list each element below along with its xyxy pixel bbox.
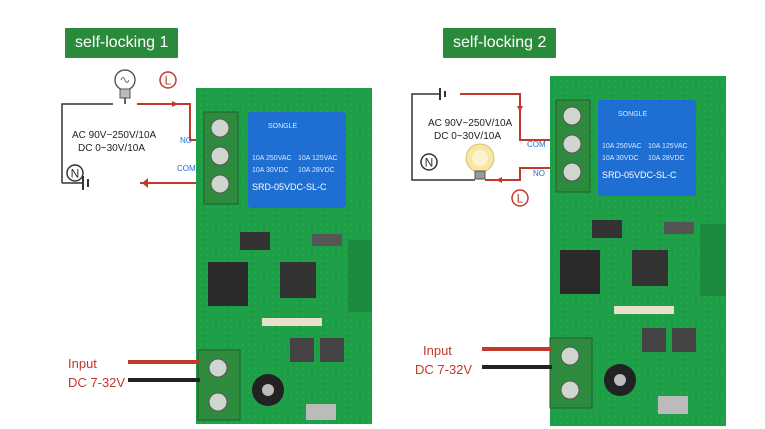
panel1-pcb-board: SONGLE 10A 250VAC 10A 30VDC 10A 125VAC 1… (196, 88, 372, 424)
panel1-terminal-com: COM (177, 164, 196, 173)
panel2-input-label: Input (423, 343, 452, 358)
panel1-input-wires (128, 360, 200, 382)
svg-text:10A 30VDC: 10A 30VDC (252, 167, 289, 174)
panel2-neutral-marker: N (420, 153, 438, 171)
panel1-spec-line1: AC 90V~250V/10A (72, 130, 157, 141)
panel1-spec-line2: DC 0~30V/10A (78, 143, 145, 154)
panel1-terminal-no: NO (180, 136, 192, 145)
panel2-terminal-no: NO (533, 169, 545, 178)
panel2-live-marker: L (511, 189, 529, 207)
panel2-relay-model: SRD-05VDC-SL-C (602, 170, 677, 180)
panel2-live-label: L (517, 192, 524, 206)
panel1-input-label: Input (68, 356, 97, 371)
panel1-relay: SONGLE 10A 250VAC 10A 30VDC 10A 125VAC 1… (248, 112, 346, 208)
panel1-input-terminal (197, 349, 241, 421)
panel1-live-marker: L (159, 71, 177, 89)
panel1-title: self-locking 1 (65, 28, 179, 58)
svg-text:10A 125VAC: 10A 125VAC (648, 143, 688, 150)
svg-text:10A 125VAC: 10A 125VAC (298, 155, 338, 162)
panel2-input-voltage: DC 7-32V (415, 362, 472, 377)
panel2-title: self-locking 2 (443, 28, 557, 58)
svg-text:10A 250VAC: 10A 250VAC (602, 143, 642, 150)
panel1-live-label: L (165, 74, 172, 88)
svg-text:10A 30VDC: 10A 30VDC (602, 155, 639, 162)
panel2-output-terminal (555, 99, 591, 193)
panel1-neutral-label: N (71, 167, 80, 181)
panel2-relay: SONGLE 10A 250VAC 10A 30VDC 10A 125VAC 1… (598, 100, 696, 196)
panel2-input-wires (482, 347, 552, 369)
panel2-pcb-board: SONGLE 10A 250VAC 10A 30VDC 10A 125VAC 1… (549, 76, 726, 426)
panel2-load-circuit (411, 88, 555, 183)
svg-text:10A 250VAC: 10A 250VAC (252, 155, 292, 162)
panel1-bulb-icon (114, 69, 136, 104)
svg-text:10A 28VDC: 10A 28VDC (648, 155, 685, 162)
svg-text:SONGLE: SONGLE (268, 123, 298, 130)
panel2-terminal-com: COM (527, 140, 546, 149)
panel2-input-terminal (549, 337, 593, 409)
panel1-relay-model: SRD-05VDC-SL-C (252, 182, 327, 192)
panel2-neutral-label: N (425, 156, 434, 170)
panel1-input-voltage: DC 7-32V (68, 375, 125, 390)
svg-text:SONGLE: SONGLE (618, 111, 648, 118)
panel2: N L AC 90V~250V/10A DC 0~30V/10A COM NO … (411, 76, 726, 426)
panel1-output-terminal (203, 111, 239, 205)
panel2-spec-line1: AC 90V~250V/10A (428, 118, 513, 129)
svg-text:10A 28VDC: 10A 28VDC (298, 167, 335, 174)
panel1: L N AC 90V~250V/10A DC 0~30V/10A NO COM … (61, 69, 372, 424)
panel2-spec-line2: DC 0~30V/10A (434, 131, 501, 142)
panel2-bulb-icon (465, 143, 495, 180)
panel1-neutral-marker: N (66, 164, 84, 182)
